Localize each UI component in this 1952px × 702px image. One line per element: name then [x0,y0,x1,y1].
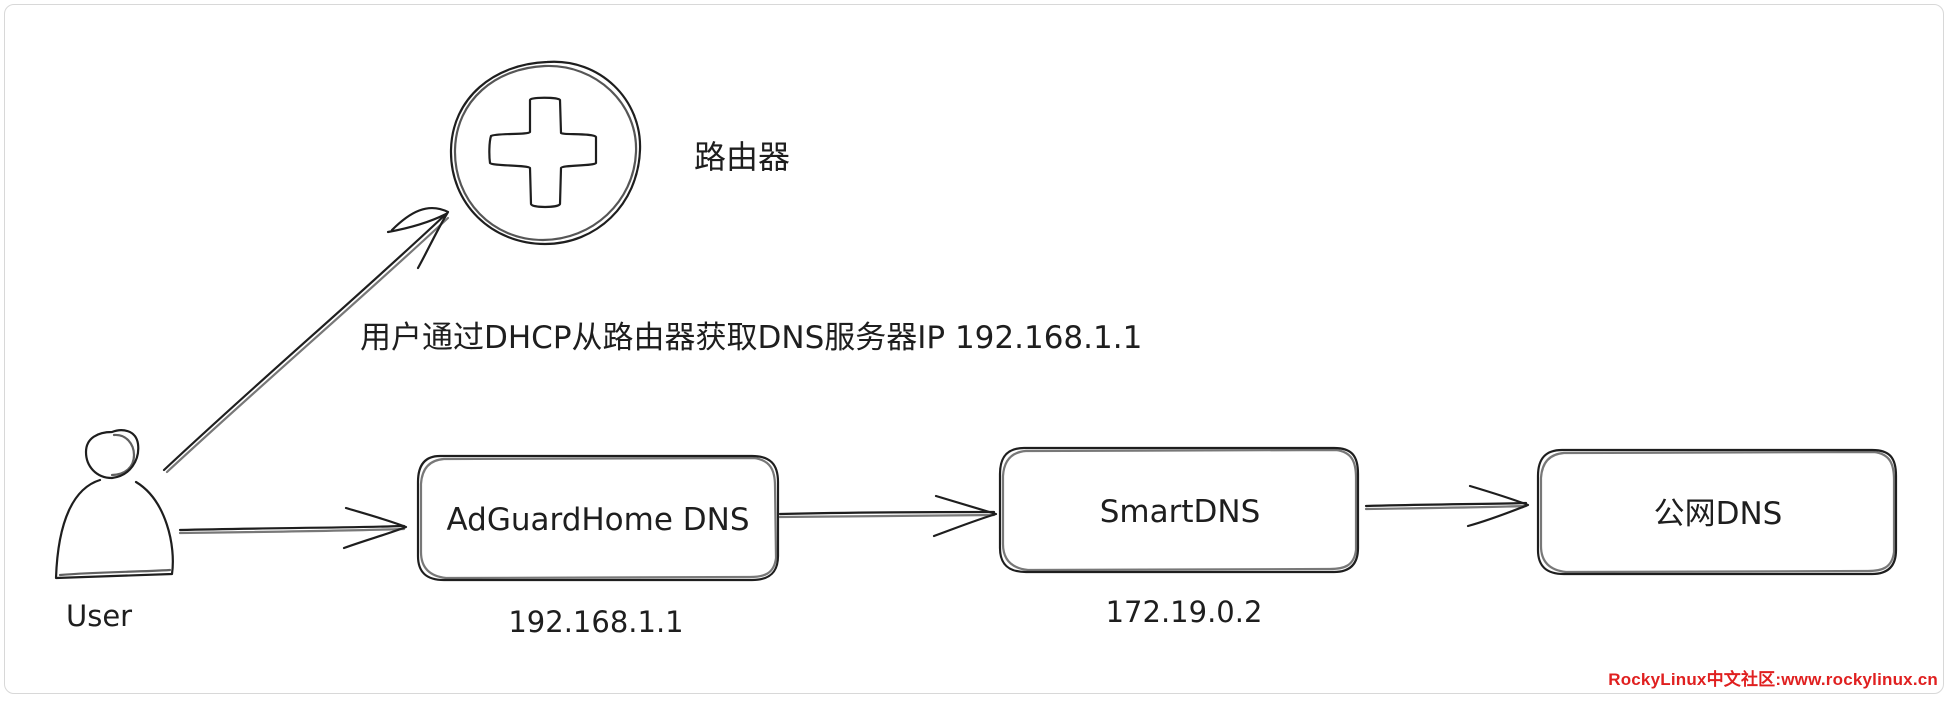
adguard-ip: 192.168.1.1 [508,605,683,639]
arrow-user-to-router [162,207,450,474]
arrow-user-to-adguard [178,506,408,550]
smartdns-label: SmartDNS [1100,494,1261,530]
smartdns-ip: 172.19.0.2 [1106,595,1263,629]
watermark: RockyLinux中文社区:www.rockylinux.cn [1608,670,1938,689]
user-label: User [66,599,132,633]
smartdns-box[interactable] [998,446,1360,574]
canvas-frame [4,4,1944,694]
publicdns-box[interactable] [1536,448,1898,576]
router-label: 路由器 [694,138,790,176]
adguard-box[interactable] [416,454,780,582]
adguard-label: AdGuardHome DNS [446,502,749,538]
arrow-adguard-to-smartdns [778,494,998,538]
publicdns-label: 公网DNS [1654,496,1783,532]
router-cross-icon[interactable] [449,60,642,246]
arrow-smartdns-to-publicdns [1364,484,1530,528]
dhcp-note: 用户通过DHCP从路由器获取DNS服务器IP 192.168.1.1 [360,320,1142,356]
user-person-icon[interactable] [54,429,174,580]
